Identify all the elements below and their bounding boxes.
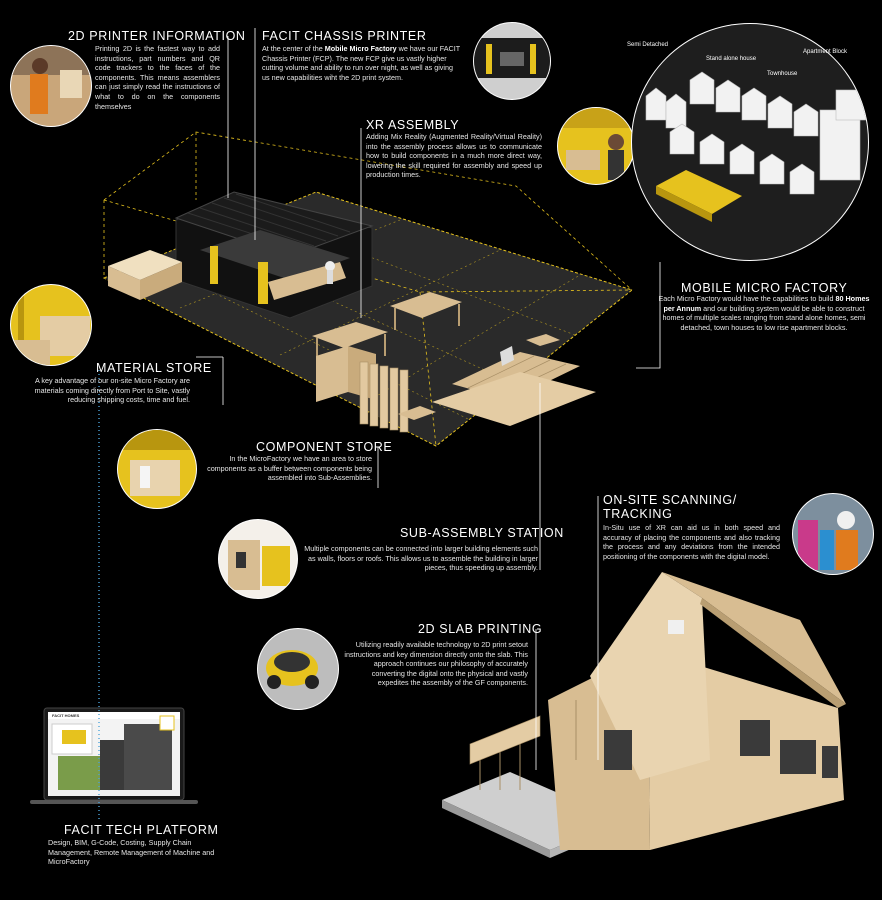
laptop bbox=[30, 707, 198, 804]
chassis-photo bbox=[474, 23, 550, 99]
platform-body: Design, BIM, G-Code, Costing, Supply Cha… bbox=[48, 838, 215, 867]
mobile-body: Each Micro Factory would have the capabi… bbox=[658, 294, 870, 332]
subassembly-body: Multiple components can be connected int… bbox=[304, 544, 538, 573]
component-stacks bbox=[316, 346, 436, 433]
printer2d-body: Printing 2D is the fastest way to add in… bbox=[95, 44, 220, 111]
house-types-render bbox=[632, 24, 868, 260]
chassis-printer-model bbox=[174, 191, 374, 319]
material-body: A key advantage of our on-site Micro Fac… bbox=[34, 376, 190, 405]
scanning-photo bbox=[793, 494, 873, 574]
printer2d-title: 2D PRINTER INFORMATION bbox=[68, 29, 246, 43]
laptop-screen-brand: FACIT HOMES bbox=[52, 713, 80, 718]
mobile-body-bold: 80 Homes per Annum bbox=[663, 294, 870, 313]
sub-assembly-photo bbox=[219, 520, 297, 598]
platform-title: FACIT TECH PLATFORM bbox=[64, 823, 219, 837]
label-stand-alone: Stand alone house bbox=[706, 56, 757, 62]
xr-body: Adding Mix Reality (Augmented Reality/Vi… bbox=[366, 132, 542, 180]
chassis-body-post: we have our FACIT Chassis Printer (FCP).… bbox=[262, 44, 461, 82]
xr-photo bbox=[558, 108, 634, 184]
chassis-body-pre: At the center of the bbox=[262, 44, 325, 53]
component-store-photo bbox=[118, 430, 196, 508]
label-semi-detached: Semi Detached bbox=[627, 42, 669, 48]
chassis-body: At the center of the Mobile Micro Factor… bbox=[262, 44, 462, 82]
scanning-title-line2: TRACKING bbox=[603, 507, 673, 521]
slab-robot-photo bbox=[258, 629, 338, 709]
house-render bbox=[442, 572, 846, 858]
leader-lines bbox=[196, 28, 661, 770]
slab-title: 2D SLAB PRINTING bbox=[418, 622, 543, 636]
mobile-body-post: and our building system would be able to… bbox=[662, 303, 866, 332]
subassembly-title: SUB-ASSEMBLY STATION bbox=[400, 526, 564, 540]
mobile-title: MOBILE MICRO FACTORY bbox=[681, 281, 848, 295]
chassis-title: FACIT CHASSIS PRINTER bbox=[262, 29, 427, 43]
label-townhouse: Townhouse bbox=[767, 71, 798, 77]
chassis-body-bold: Mobile Micro Factory bbox=[324, 44, 397, 53]
component-title: COMPONENT STORE bbox=[256, 440, 393, 454]
material-title: MATERIAL STORE bbox=[96, 361, 212, 375]
material-pallets bbox=[108, 250, 182, 300]
label-apartment: Apartment Block bbox=[803, 49, 848, 55]
scanning-body: In-Situ use of XR can aid us in both spe… bbox=[603, 523, 780, 561]
component-body: In the MicroFactory we have an area to s… bbox=[207, 454, 372, 483]
scanning-title-line1: ON-SITE SCANNING/ bbox=[603, 493, 737, 507]
slab-body: Utilizing readily available technology t… bbox=[344, 640, 528, 688]
xr-title: XR ASSEMBLY bbox=[366, 118, 460, 132]
mobile-body-pre: Each Micro Factory would have the capabi… bbox=[658, 294, 836, 303]
sub-assembly-panels bbox=[432, 334, 596, 426]
xr-tables bbox=[312, 292, 462, 360]
